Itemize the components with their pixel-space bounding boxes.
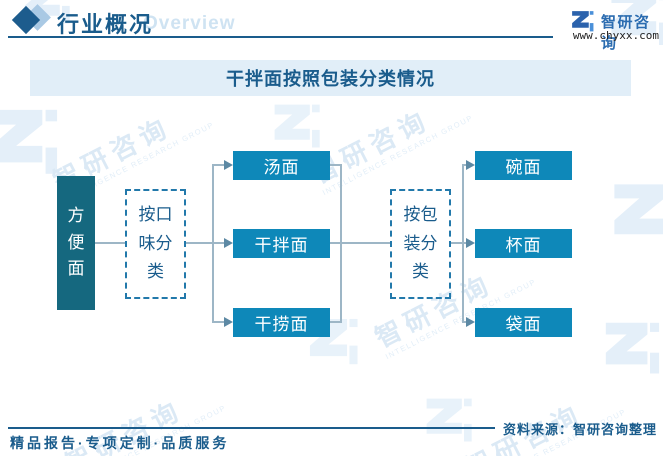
- node-cup-noodles: 杯面: [475, 229, 572, 258]
- arrowhead-icon: [466, 160, 475, 170]
- node-dry-lo-mein: 干捞面: [233, 308, 330, 337]
- watermark-logo-icon: [614, 184, 663, 246]
- data-source-text: 资料来源：智研咨询整理: [502, 422, 657, 437]
- connector-line: [95, 242, 125, 244]
- connector-line: [186, 242, 213, 244]
- section-title: 行业概况: [57, 12, 154, 37]
- arrowhead-icon: [466, 238, 475, 248]
- connector-line: [462, 164, 468, 166]
- connector-line: [212, 321, 226, 323]
- watermark-text: 智研咨询 INTELLIGENCE RESEARCH GROUP: [307, 104, 475, 198]
- connector-line: [451, 242, 463, 244]
- watermark-logo-icon: [274, 104, 320, 148]
- watermark-text: 智研咨询 INTELLIGENCE RESEARCH GROUP: [460, 398, 628, 456]
- footer-slogan: 精品报告·专项定制·品质服务: [10, 435, 230, 451]
- watermark-logo-icon: [426, 398, 472, 442]
- connector-line: [462, 321, 468, 323]
- section-diamond-icon: [11, 4, 54, 35]
- node-bag-noodles: 袋面: [475, 308, 572, 337]
- node-soup-noodles: 汤面: [233, 151, 330, 180]
- watermark-logo-icon: [0, 109, 58, 174]
- node-dry-mixed-noodles: 干拌面: [233, 229, 330, 258]
- connector-line: [330, 242, 342, 244]
- brand-logo-icon: [572, 11, 594, 32]
- header-rule: [8, 36, 553, 38]
- connector-line: [330, 164, 342, 166]
- arrowhead-icon: [224, 238, 233, 248]
- brand-url: www.chyxx.com: [572, 29, 659, 42]
- watermark-logo-icon: [605, 322, 660, 374]
- arrowhead-icon: [466, 317, 475, 327]
- footer-rule: [8, 427, 495, 429]
- connector-line: [212, 242, 226, 244]
- arrowhead-icon: [224, 160, 233, 170]
- node-instant-noodles: 方便面: [57, 176, 95, 310]
- arrowhead-icon: [224, 317, 233, 327]
- chart-title-band: 干拌面按照包装分类情况: [30, 60, 631, 96]
- connector-line: [340, 164, 342, 323]
- node-classify-by-taste: 按口味分类: [125, 189, 186, 299]
- connector-line: [462, 242, 468, 244]
- connector-line: [342, 242, 390, 244]
- chart-title: 干拌面按照包装分类情况: [226, 69, 435, 89]
- node-bowl-noodles: 碗面: [475, 151, 572, 180]
- node-classify-by-package: 按包装分类: [390, 189, 451, 299]
- connector-line: [212, 164, 226, 166]
- overview-watermark-text: Overview: [143, 13, 236, 34]
